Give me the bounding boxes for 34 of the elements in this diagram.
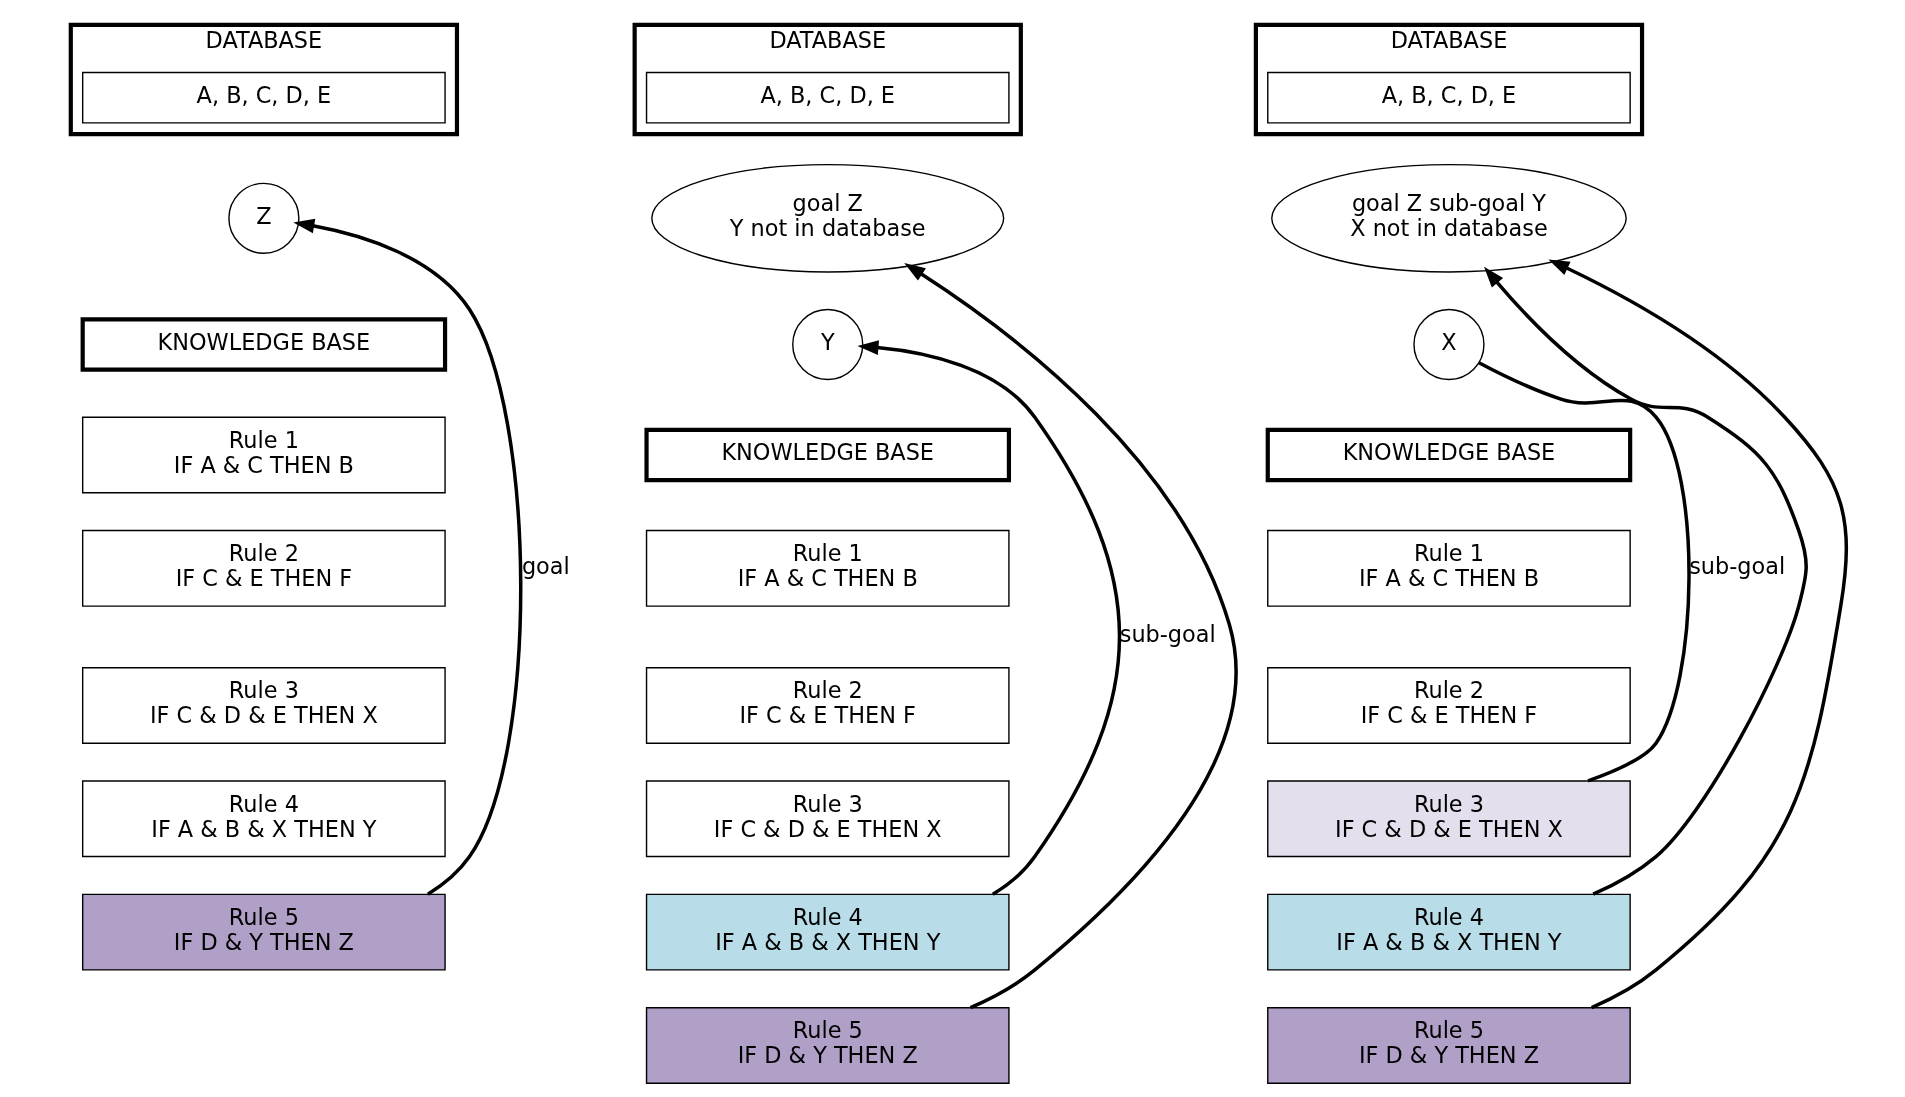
node-box: Rule 4 IF A & B & X THEN Y (81, 780, 446, 858)
node-box: Rule 4 IF A & B & X THEN Y (645, 893, 1010, 971)
node-box: KNOWLEDGE BASE (80, 317, 447, 372)
node-ellipse: goal Z sub-goal Y X not in database (1270, 163, 1627, 273)
node-box: Rule 5 IF D & Y THEN Z (81, 893, 446, 971)
node-box: Rule 1 IF A & C THEN B (81, 416, 446, 494)
arrow (1483, 266, 1808, 896)
arrow (903, 263, 1238, 1010)
node-box: Rule 4 IF A & B & X THEN Y (1266, 893, 1631, 971)
node-ellipse: goal Z Y not in database (650, 163, 1004, 273)
node-circle: Z (227, 182, 300, 254)
edge-label: goal (521, 552, 570, 579)
node-box: Rule 2 IF C & E THEN F (645, 667, 1010, 744)
node-box: A, B, C, D, E (81, 71, 446, 124)
node-box: Rule 5 IF D & Y THEN Z (645, 1006, 1010, 1084)
arrow (856, 340, 1121, 896)
node-box: A, B, C, D, E (645, 71, 1010, 124)
node-box: KNOWLEDGE BASE (643, 427, 1011, 483)
node-box: Rule 1 IF A & C THEN B (1266, 529, 1631, 607)
node-box: Rule 3 IF C & D & E THEN X (81, 667, 446, 744)
node-box: Rule 3 IF C & D & E THEN X (645, 780, 1010, 858)
node-box: Rule 3 IF C & D & E THEN X (1266, 780, 1631, 858)
node-box: Rule 1 IF A & C THEN B (645, 529, 1010, 607)
edge-label: sub-goal (1119, 621, 1216, 648)
node-box: KNOWLEDGE BASE (1265, 427, 1632, 483)
node-circle: X (1412, 308, 1485, 381)
arrow (1547, 259, 1848, 1010)
arrow (292, 218, 522, 896)
node-box: Rule 2 IF C & E THEN F (81, 529, 446, 607)
node-circle: Y (791, 308, 863, 381)
node-box: Rule 2 IF C & E THEN F (1266, 667, 1631, 744)
connector (1477, 361, 1691, 783)
node-box: Rule 5 IF D & Y THEN Z (1266, 1006, 1631, 1084)
node-box: A, B, C, D, E (1266, 71, 1631, 124)
